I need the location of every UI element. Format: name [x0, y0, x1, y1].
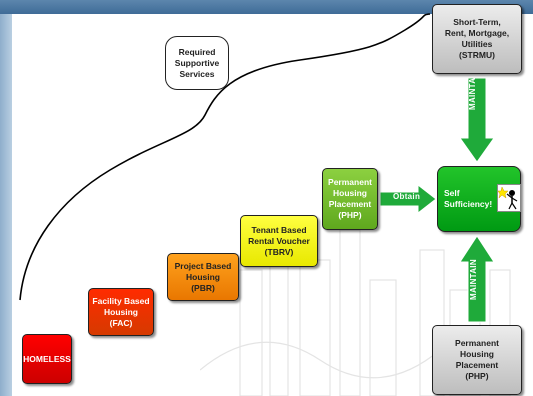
celebrating-person-icon — [497, 184, 521, 212]
strmu-box: Short-Term, Rent, Mortgage, Utilities (S… — [432, 4, 522, 74]
tbrv-line-3: (TBRV) — [264, 246, 294, 257]
strmu-line-4: (STRMU) — [459, 50, 495, 60]
strmu-line-1: Short-Term, — [453, 17, 501, 27]
self-line-1: Self — [444, 188, 460, 198]
php-bottom-line-2: Housing — [460, 349, 494, 359]
required-supportive-services-box: Required Supportive Services — [165, 36, 229, 90]
php-bottom-line-1: Permanent — [455, 338, 499, 348]
maintain-arrow-bottom — [459, 235, 495, 323]
maintain-arrow-top — [459, 77, 495, 163]
supportive-line-1: Required — [178, 46, 216, 57]
fac-line-2: Housing — [103, 306, 138, 317]
php-line-1: Permanent — [328, 177, 372, 187]
php-bottom-line-3: Placement — [455, 360, 499, 370]
header-bar — [0, 0, 533, 14]
strmu-line-3: Utilities — [461, 39, 493, 49]
self-line-2: Sufficiency! — [444, 199, 493, 209]
permanent-housing-placement-bottom-box: Permanent Housing Placement (PHP) — [432, 325, 522, 395]
tenant-based-rental-voucher-box: Tenant Based Rental Voucher (TBRV) — [240, 215, 318, 267]
php-line-3: Placement — [328, 199, 372, 209]
obtain-arrow — [379, 183, 437, 215]
project-based-housing-box: Project Based Housing (PBR) — [167, 253, 239, 301]
obtain-label: Obtain — [393, 192, 421, 201]
supportive-line-2: Supportive — [174, 57, 220, 68]
supportive-services-bracket — [19, 13, 431, 301]
php-bottom-line-4: (PHP) — [465, 371, 489, 381]
pbr-line-2: Housing — [185, 271, 220, 282]
strmu-line-2: Rent, Mortgage, — [444, 28, 510, 38]
php-line-2: Housing — [333, 188, 367, 198]
permanent-housing-placement-box: Permanent Housing Placement (PHP) — [322, 168, 378, 230]
fac-line-1: Facility Based — [92, 295, 150, 306]
pbr-line-1: Project Based — [174, 260, 232, 271]
tbrv-line-1: Tenant Based — [251, 224, 307, 235]
fac-line-3: (FAC) — [109, 317, 133, 328]
tbrv-line-2: Rental Voucher — [248, 235, 310, 246]
homeless-label: HOMELESS — [23, 353, 71, 364]
php-line-4: (PHP) — [338, 210, 362, 220]
left-accent-bar — [0, 14, 12, 396]
supportive-line-3: Services — [179, 68, 215, 79]
maintain-label-bottom: MAINTAIN — [469, 259, 478, 300]
maintain-label-top: MAINTAIN — [468, 69, 477, 110]
facility-based-housing-box: Facility Based Housing (FAC) — [88, 288, 154, 336]
homeless-box: HOMELESS — [22, 334, 72, 384]
pbr-line-3: (PBR) — [191, 282, 215, 293]
